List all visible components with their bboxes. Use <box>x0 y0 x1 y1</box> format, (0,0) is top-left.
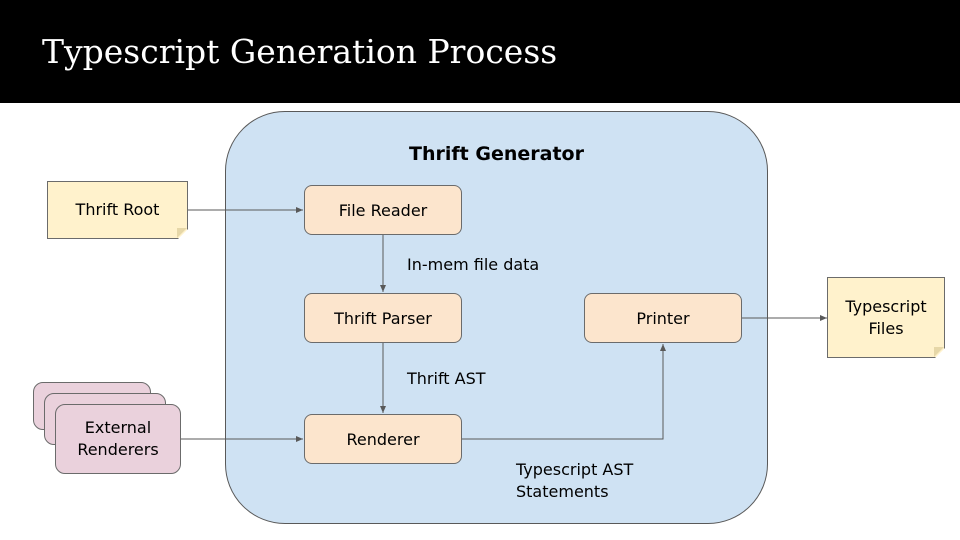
thrift-parser-label: Thrift Parser <box>334 308 432 328</box>
file-reader-label: File Reader <box>338 200 428 220</box>
note-fold-icon <box>177 228 187 238</box>
container-label: Thrift Generator <box>409 143 584 165</box>
printer-box: Printer <box>584 293 742 343</box>
typescript-files-note: Typescript Files <box>827 277 945 358</box>
thrift-root-note: Thrift Root <box>47 181 188 239</box>
typescript-ast-label-line2: Statements <box>516 482 609 501</box>
in-mem-file-data-label: In-mem file data <box>407 255 540 274</box>
note-fold-icon <box>934 347 944 357</box>
file-reader-box: File Reader <box>304 185 462 235</box>
thrift-ast-label: Thrift AST <box>407 369 486 388</box>
thrift-root-label: Thrift Root <box>75 200 160 219</box>
printer-label: Printer <box>636 308 690 328</box>
thrift-parser-box: Thrift Parser <box>304 293 462 343</box>
external-renderers-label-line2: Renderers <box>77 440 159 459</box>
typescript-files-label-line2: Files <box>868 318 904 338</box>
renderer-box: Renderer <box>304 414 462 464</box>
external-renderers-box: External Renderers <box>55 404 181 474</box>
external-renderers-label-line1: External <box>84 418 152 437</box>
renderer-label: Renderer <box>346 429 420 449</box>
typescript-ast-label: Typescript AST Statements <box>516 459 633 503</box>
title-bar: Typescript Generation Process <box>0 0 960 103</box>
typescript-files-label-line1: Typescript <box>845 296 927 316</box>
typescript-ast-label-line1: Typescript AST <box>516 460 634 479</box>
slide-title: Typescript Generation Process <box>42 32 558 71</box>
